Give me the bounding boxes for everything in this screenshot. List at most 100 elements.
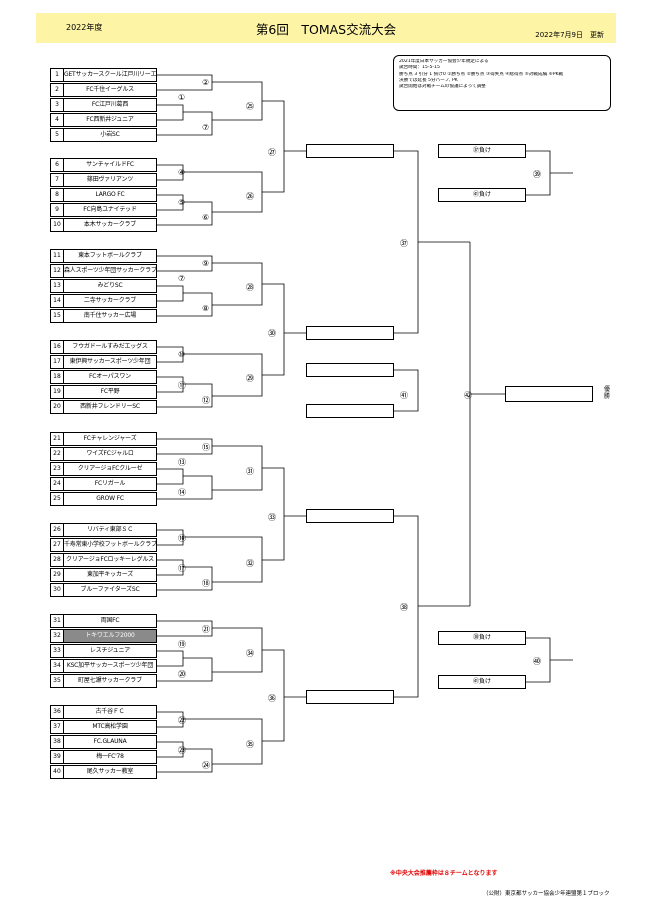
team-name: 町屋七瀬サッカークラブ [63, 674, 157, 688]
result-box [306, 326, 394, 340]
team-name: 両国FC [63, 614, 157, 628]
match-number: ㉘ [246, 283, 254, 292]
team-name: FCチャレンジャーズ [63, 432, 157, 446]
match-number: ㉗ [268, 148, 276, 157]
match-number: ⑫ [202, 396, 210, 405]
match-number: ㊴ [533, 170, 541, 179]
team-name: 森人スポーツ少年団サッカークラブ [63, 264, 157, 278]
team-name: ブルーファイターズSC [63, 583, 157, 597]
team-name: 千寿常東小学校フットボールクラブ [63, 538, 157, 552]
match-number: ㉝ [268, 513, 276, 522]
team-name: 西新井フレンドリーSC [63, 400, 157, 414]
playoff-box: ㊶負け [438, 675, 526, 689]
match-number: ⑳ [178, 670, 186, 679]
match-number: ⑮ [202, 443, 210, 452]
notice-text: ※中央大会推薦枠は８チームとなります [390, 870, 498, 877]
team-number: 27 [50, 538, 64, 552]
team-number: 39 [50, 750, 64, 764]
team-number: 11 [50, 249, 64, 263]
match-number: ㉑ [202, 625, 210, 634]
team-name: 篠田ヴァリアンツ [63, 173, 157, 187]
team-number: 3 [50, 98, 64, 112]
team-number: 9 [50, 203, 64, 217]
rules-box: 2021年度日本サッカー協会少年規定による 試合時間：15-5-15 勝ち点 3… [393, 55, 611, 111]
team-name: 南千住サッカー広場 [63, 309, 157, 323]
team-name-highlighted: トキワエルフ2000 [63, 629, 157, 643]
team-name: みどりSC [63, 279, 157, 293]
match-number: ㉟ [246, 740, 254, 749]
team-number: 16 [50, 340, 64, 354]
team-name: FC.GLAUNA [63, 735, 157, 749]
match-number: ⑬ [178, 458, 186, 467]
match-number: ① [178, 93, 186, 102]
header-updated-date: 2022年7月9日 更新 [535, 31, 604, 39]
match-number: ㉓ [178, 746, 186, 755]
match-number: ⑧ [202, 304, 210, 313]
team-number: 24 [50, 477, 64, 491]
team-number: 38 [50, 735, 64, 749]
playoff-box: ㊲負け [438, 144, 526, 158]
result-box [306, 363, 394, 377]
match-number: ⑲ [178, 640, 186, 649]
team-number: 35 [50, 674, 64, 688]
team-name: 東伊興サッカースポーツ少年団 [63, 355, 157, 369]
team-number: 23 [50, 462, 64, 476]
match-number: ㊵ [533, 657, 541, 666]
rules-line: 2021年度日本サッカー協会少年規定による [399, 59, 489, 64]
match-number: ⑩ [178, 350, 186, 359]
playoff-box: ㊶負け [438, 188, 526, 202]
match-number: ㉒ [178, 716, 186, 725]
team-name: FCオーパスワン [63, 370, 157, 384]
match-number: ㊱ [268, 694, 276, 703]
team-number: 6 [50, 158, 64, 172]
match-number: ⑥ [202, 213, 210, 222]
team-number: 8 [50, 188, 64, 202]
team-number: 7 [50, 173, 64, 187]
team-name: FC向島ユナイテッド [63, 203, 157, 217]
champion-label: 優勝 [603, 386, 610, 400]
team-name: MTC高松学園 [63, 720, 157, 734]
team-number: 5 [50, 128, 64, 142]
rules-line: 試合時間：15-5-15 [399, 65, 440, 71]
team-name: リバティ東部ＳＣ [63, 523, 157, 537]
team-name: GETサッカースクール江戸川リーエ [63, 68, 157, 82]
match-number: ㉕ [246, 102, 254, 111]
team-number: 18 [50, 370, 64, 384]
match-number: ⑰ [178, 564, 186, 573]
team-name: 二寺サッカークラブ [63, 294, 157, 308]
team-name: FC平野 [63, 385, 157, 399]
team-number: 1 [50, 68, 64, 82]
match-number: ⑤ [178, 198, 186, 207]
match-number: ㉚ [268, 329, 276, 338]
team-name: FC西新井ジュニア [63, 113, 157, 127]
match-number: ⑦ [178, 274, 186, 283]
team-name: 小岩SC [63, 128, 157, 142]
rules-line: 勝ち点 3 引分 1 負け0 ①勝ち点 ②勝ち点 ③得失点 ④総得点 ⑤対戦成績… [399, 71, 564, 77]
team-number: 31 [50, 614, 64, 628]
team-name: フウガドールすみだエッグス [63, 340, 157, 354]
match-number: ⑱ [202, 579, 210, 588]
page-title: 第6回 TOMAS交流大会 [255, 22, 397, 37]
team-name: 梅一FC'78 [63, 750, 157, 764]
team-number: 21 [50, 432, 64, 446]
match-number: ⑦ [202, 123, 210, 132]
team-name: FCリガール [63, 477, 157, 491]
team-number: 37 [50, 720, 64, 734]
team-number: 29 [50, 568, 64, 582]
team-number: 25 [50, 492, 64, 506]
result-box [306, 404, 394, 418]
team-name: 古千谷ＦＣ [63, 705, 157, 719]
team-number: 19 [50, 385, 64, 399]
result-box [306, 144, 394, 158]
team-number: 20 [50, 400, 64, 414]
rules-line: 決勝では延長 5分ハーフ, PK [399, 77, 458, 83]
team-name: FC江戸川葛西 [63, 98, 157, 112]
team-number: 30 [50, 583, 64, 597]
footer-text: （公財）東京都サッカー協会少年連盟第１ブロック [483, 891, 610, 897]
team-number: 22 [50, 447, 64, 461]
match-number: ㊷ [464, 391, 472, 400]
match-number: ㉔ [202, 761, 210, 770]
team-number: 15 [50, 309, 64, 323]
header-bar: 2022年度 第6回 TOMAS交流大会 2022年7月9日 更新 [36, 13, 616, 43]
